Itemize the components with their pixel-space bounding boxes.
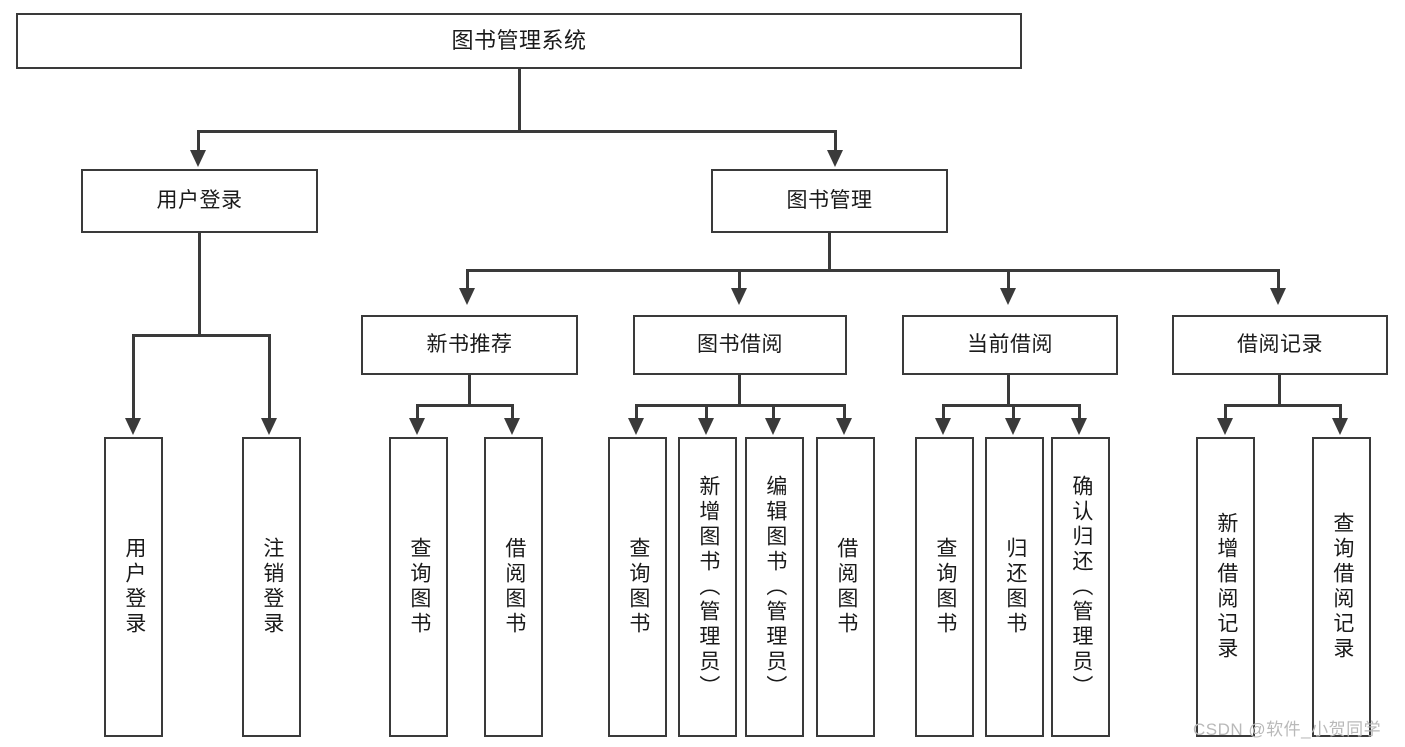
connector-book-management-bus [466, 269, 1280, 272]
arrow-to-leaf-rec-add-record [1217, 418, 1233, 435]
arrow-to-leaf-borrow-add-book [698, 418, 714, 435]
leaf-borrow-query-book[interactable]: 查询图书 [608, 437, 667, 737]
connector-root-to-user-login [197, 130, 200, 152]
connector-record-branch-2 [1339, 404, 1342, 420]
connector-current-branch-1 [942, 404, 945, 420]
connector-user-login-branch-2 [268, 334, 271, 420]
connector-borrow-bus [635, 404, 846, 407]
node-label: 新增借阅记录 [1214, 512, 1238, 662]
node-label: 查询图书 [933, 537, 957, 637]
connector-root-to-book-management [834, 130, 837, 152]
connector-bm-branch-2 [738, 269, 741, 290]
arrow-to-leaf-rec-query-book [409, 418, 425, 435]
connector-book-management-stem [828, 233, 831, 272]
connector-borrow-branch-1 [635, 404, 638, 420]
connector-borrow-branch-2 [705, 404, 708, 420]
connector-bm-branch-4 [1277, 269, 1280, 290]
arrow-to-leaf-borrow-query-book [628, 418, 644, 435]
node-label: 用户登录 [156, 188, 243, 212]
connector-rec-bus [416, 404, 514, 407]
node-label: 查询借阅记录 [1330, 512, 1354, 662]
arrow-to-borrow-record [1270, 288, 1286, 305]
leaf-rec-add-record[interactable]: 新增借阅记录 [1196, 437, 1255, 737]
node-label: 用户登录 [122, 537, 146, 637]
leaf-borrow-borrow-book[interactable]: 借阅图书 [816, 437, 875, 737]
connector-bm-branch-1 [466, 269, 469, 290]
node-label: 查询图书 [626, 537, 650, 637]
connector-user-login-branch-1 [132, 334, 135, 420]
arrow-to-leaf-rec-borrow-book [504, 418, 520, 435]
node-label: 图书借阅 [697, 332, 783, 356]
leaf-borrow-add-book[interactable]: 新增图书（管理员） [678, 437, 737, 737]
node-book-borrow[interactable]: 图书借阅 [633, 315, 847, 375]
node-label: 当前借阅 [967, 332, 1053, 356]
connector-borrow-branch-3 [772, 404, 775, 420]
connector-rec-branch-2 [511, 404, 514, 420]
node-label: 新书推荐 [426, 332, 513, 356]
node-label: 图书管理系统 [451, 28, 587, 54]
leaf-rec-borrow-book[interactable]: 借阅图书 [484, 437, 543, 737]
node-label: 查询图书 [407, 537, 431, 637]
node-new-book-recommend[interactable]: 新书推荐 [361, 315, 578, 375]
arrow-to-book-borrow [731, 288, 747, 305]
arrow-to-new-book-recommend [459, 288, 475, 305]
arrow-to-current-borrow [1000, 288, 1016, 305]
node-label: 确认归还（管理员） [1069, 474, 1093, 700]
node-label: 图书管理 [786, 188, 873, 212]
connector-user-login-bus [132, 334, 271, 337]
arrow-to-leaf-user-logout [261, 418, 277, 435]
connector-borrow-branch-4 [843, 404, 846, 420]
connector-current-bus [942, 404, 1081, 407]
connector-current-branch-3 [1078, 404, 1081, 420]
connector-rec-branch-1 [416, 404, 419, 420]
leaf-cur-query-book[interactable]: 查询图书 [915, 437, 974, 737]
connector-current-branch-2 [1012, 404, 1015, 420]
connector-record-stem [1278, 375, 1281, 407]
arrow-to-book-management [827, 150, 843, 167]
node-root-book-management-system[interactable]: 图书管理系统 [16, 13, 1022, 69]
node-current-borrow[interactable]: 当前借阅 [902, 315, 1118, 375]
node-label: 新增图书（管理员） [696, 474, 720, 700]
node-label: 编辑图书（管理员） [763, 474, 787, 700]
leaf-rec-query-record[interactable]: 查询借阅记录 [1312, 437, 1371, 737]
connector-record-branch-1 [1224, 404, 1227, 420]
node-borrow-record[interactable]: 借阅记录 [1172, 315, 1388, 375]
node-book-management[interactable]: 图书管理 [711, 169, 948, 233]
arrow-to-leaf-cur-query-book [935, 418, 951, 435]
connector-bm-branch-3 [1007, 269, 1010, 290]
node-label: 借阅图书 [834, 537, 858, 637]
node-label: 归还图书 [1003, 537, 1027, 637]
node-label: 借阅记录 [1237, 332, 1323, 356]
arrow-to-leaf-borrow-edit-book [765, 418, 781, 435]
connector-root-bus [197, 130, 837, 133]
leaf-cur-return-book[interactable]: 归还图书 [985, 437, 1044, 737]
connector-rec-stem [468, 375, 471, 407]
arrow-to-leaf-cur-confirm-return [1071, 418, 1087, 435]
arrow-to-leaf-borrow-borrow-book [836, 418, 852, 435]
node-label: 注销登录 [260, 537, 284, 637]
leaf-user-logout[interactable]: 注销登录 [242, 437, 301, 737]
leaf-user-login[interactable]: 用户登录 [104, 437, 163, 737]
arrow-to-user-login [190, 150, 206, 167]
arrow-to-leaf-user-login [125, 418, 141, 435]
leaf-cur-confirm-return[interactable]: 确认归还（管理员） [1051, 437, 1110, 737]
csdn-watermark: CSDN @软件_小贺同学 [1193, 720, 1382, 739]
connector-borrow-stem [738, 375, 741, 407]
node-label: 借阅图书 [502, 537, 526, 637]
connector-record-bus [1224, 404, 1342, 407]
connector-root-stem [518, 69, 521, 131]
arrow-to-leaf-rec-query-record [1332, 418, 1348, 435]
leaf-rec-query-book[interactable]: 查询图书 [389, 437, 448, 737]
arrow-to-leaf-cur-return-book [1005, 418, 1021, 435]
connector-current-stem [1007, 375, 1010, 407]
node-user-login[interactable]: 用户登录 [81, 169, 318, 233]
leaf-borrow-edit-book[interactable]: 编辑图书（管理员） [745, 437, 804, 737]
connector-user-login-stem [198, 233, 201, 336]
